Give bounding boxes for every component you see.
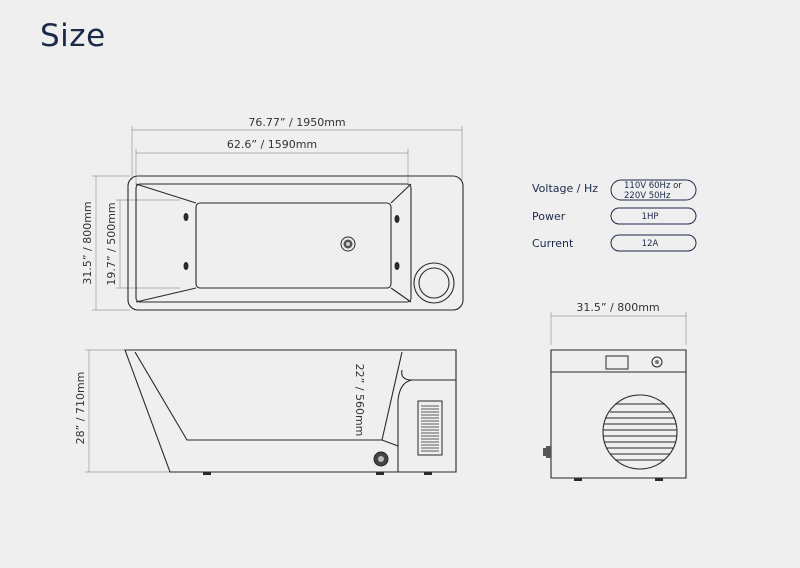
spec-value-voltage-line1: 110V 60Hz or (624, 181, 682, 191)
page-title: Size (40, 18, 106, 54)
inner-width-dimension (116, 199, 180, 289)
overall-length-dimension (131, 126, 463, 180)
overall-width-label: 31.5” / 800mm (81, 201, 94, 284)
spec-value-current: 12A (642, 239, 659, 249)
drain-icon (340, 236, 356, 252)
inner-length-label: 62.6” / 1590mm (227, 138, 317, 151)
tub-side-outline (124, 349, 457, 473)
end-feet (574, 478, 663, 481)
overall-width-dimension (92, 175, 130, 311)
spec-label-power: Power (532, 210, 566, 223)
overall-height-dimension (85, 349, 170, 473)
side-view: 28” / 710mm 22” / 560mm (74, 349, 457, 475)
inner-length-dimension (135, 149, 409, 185)
end-view: 31.5” / 800mm (543, 301, 687, 481)
spec-pill-current (610, 234, 697, 252)
tub-top-outline (127, 175, 464, 311)
end-width-label: 31.5” / 800mm (576, 301, 659, 314)
spec-label-current: Current (532, 237, 574, 250)
feet (203, 472, 432, 475)
spec-value-voltage-line2: 220V 50Hz (624, 191, 671, 201)
spec-value-power: 1HP (642, 212, 659, 222)
top-view: 76.77” / 1950mm 62.6” / 1590mm 31.5” / 8… (81, 116, 464, 311)
overall-length-label: 76.77” / 1950mm (248, 116, 345, 129)
inner-width-label: 19.7” / 500mm (105, 202, 118, 285)
end-outline (550, 349, 687, 479)
control-knob-icon (413, 262, 455, 304)
overall-height-label: 28” / 710mm (74, 372, 87, 445)
vent-grille-icon (417, 400, 443, 456)
spec-pill-voltage (610, 179, 697, 201)
jet-icons (183, 213, 400, 270)
fan-grille-icon (602, 394, 678, 470)
spec-table: Voltage / Hz 110V 60Hz or 220V 50Hz Powe… (532, 179, 697, 252)
connector-icon (373, 451, 389, 467)
end-width-dimension (550, 312, 687, 345)
pipe-fitting-icon (543, 446, 551, 458)
spec-pill-power (610, 207, 697, 225)
spec-label-voltage: Voltage / Hz (532, 182, 598, 195)
inner-depth-label: 22” / 560mm (353, 364, 366, 437)
display-panel-icon (605, 355, 629, 370)
power-button-icon (651, 356, 663, 368)
